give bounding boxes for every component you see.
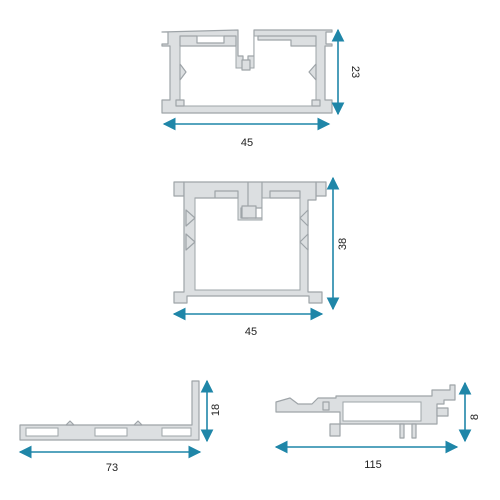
profile-4-height-label: 8 (469, 414, 481, 420)
profile-3-height-label: 18 (210, 404, 222, 416)
profile-4: 115 8 (274, 381, 481, 471)
profile-3: 73 18 (18, 379, 222, 474)
profile-2-cavity (194, 197, 301, 291)
profile-1-cavity (179, 35, 317, 107)
profile-1: 45 23 (161, 28, 361, 149)
profile-4-width-label: 115 (364, 459, 382, 471)
profile-1-width-label: 45 (241, 137, 253, 149)
profile-1-height-label: 23 (349, 66, 361, 78)
profile-3-shape (19, 380, 200, 441)
profile-2: 45 38 (172, 176, 349, 338)
profile-2-width-label: 45 (245, 326, 257, 338)
profile-2-height-label: 38 (337, 238, 349, 250)
profile-3-width-label: 73 (106, 462, 118, 474)
